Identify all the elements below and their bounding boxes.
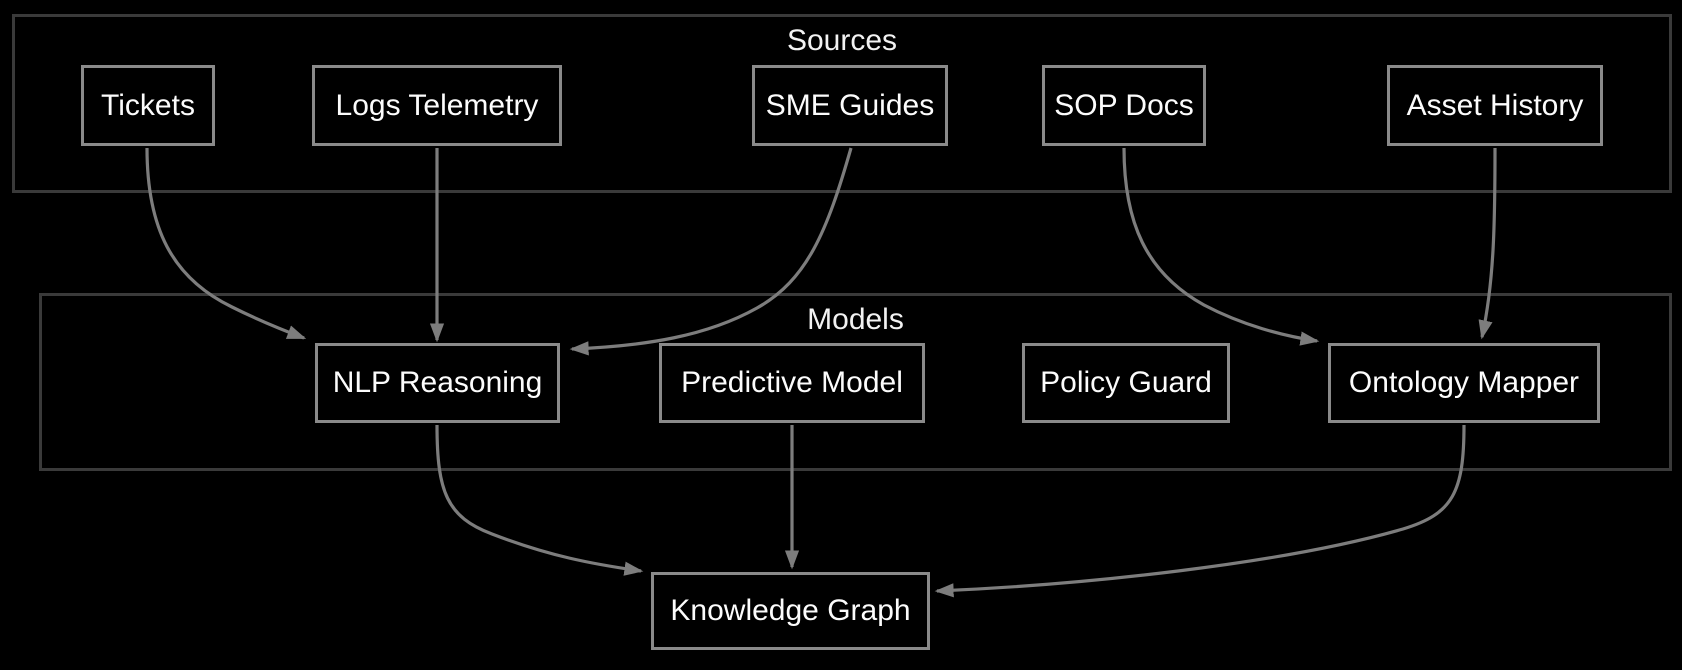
cluster-sources-label: Sources	[786, 24, 898, 57]
node-policy-guard: Policy Guard	[1022, 343, 1230, 423]
node-sme-guides: SME Guides	[752, 65, 948, 146]
node-nlp-reasoning: NLP Reasoning	[315, 343, 560, 423]
node-logs-telemetry: Logs Telemetry	[312, 65, 562, 146]
node-ontology-mapper: Ontology Mapper	[1328, 343, 1600, 423]
node-sop-docs: SOP Docs	[1042, 65, 1206, 146]
node-knowledge-graph: Knowledge Graph	[651, 572, 930, 650]
cluster-models-label: Models	[807, 303, 904, 336]
node-asset-history: Asset History	[1387, 65, 1603, 146]
node-tickets: Tickets	[81, 65, 215, 146]
node-predictive-model: Predictive Model	[659, 343, 925, 423]
